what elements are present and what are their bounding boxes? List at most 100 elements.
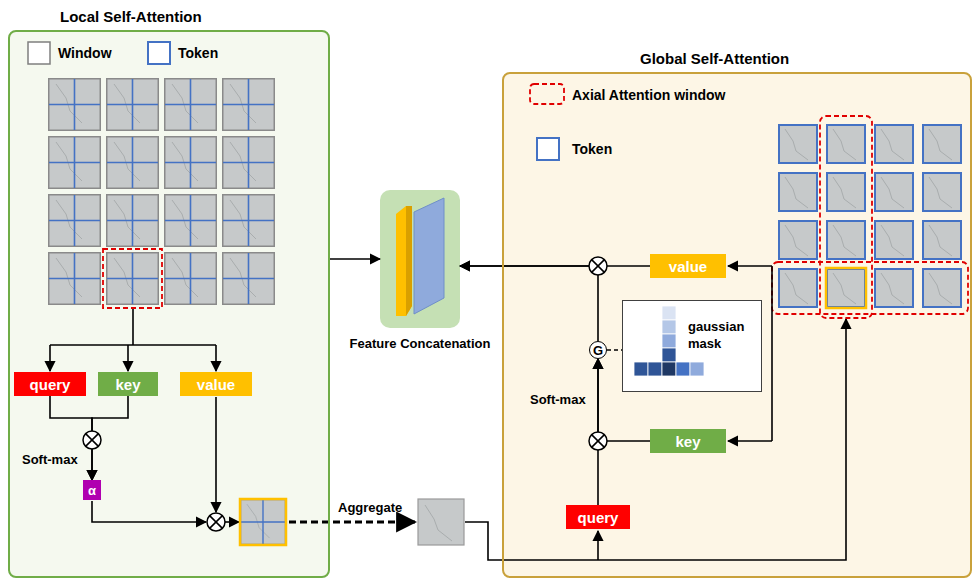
window — [223, 195, 275, 247]
token — [875, 173, 913, 211]
query-token-highlight — [826, 268, 866, 308]
key-box: key — [98, 372, 158, 396]
local-attention-panel: Local Self-Attentionquerykeyvalueα — [8, 30, 330, 578]
wire — [127, 345, 129, 371]
mask-cell — [690, 362, 704, 376]
mask-cell — [662, 320, 676, 334]
wire — [215, 397, 217, 512]
window-legend-swatch — [28, 42, 50, 64]
legend-text: Token — [178, 45, 218, 61]
window — [223, 253, 275, 305]
multiply-operator — [589, 257, 607, 275]
wire — [728, 265, 772, 267]
global-token-grid — [779, 125, 961, 307]
flow-arrow — [598, 359, 650, 441]
heading-text: gaussian mask — [688, 318, 754, 352]
output-window — [241, 500, 286, 545]
mask-cell — [662, 362, 676, 376]
heading-text: Global Self-Attention — [640, 50, 789, 67]
token-legend-swatch — [148, 42, 170, 64]
token-texture — [425, 505, 452, 541]
multiply-operator — [589, 432, 607, 450]
aggregate-dashed-arrow — [289, 521, 415, 524]
token — [923, 125, 961, 163]
token — [923, 173, 961, 211]
window — [107, 137, 159, 189]
feature-concat-block: Feature Concatenation — [380, 190, 460, 328]
gaussian-op-circle: G — [589, 341, 607, 359]
global-panel-fill — [503, 73, 971, 577]
wire — [597, 531, 599, 560]
heading-text: Local Self-Attention — [60, 8, 202, 25]
window — [49, 195, 101, 247]
window — [165, 79, 217, 131]
concat-ground — [380, 190, 460, 328]
box-label: query — [30, 376, 71, 393]
token — [779, 173, 817, 211]
value-box: value — [650, 254, 726, 278]
token — [875, 269, 913, 307]
wire — [132, 309, 134, 345]
output-window-highlight — [240, 499, 286, 545]
axial-window-legend-swatch — [530, 84, 564, 104]
box-label: value — [197, 376, 235, 393]
token — [779, 269, 817, 307]
multiply-operator — [83, 431, 101, 449]
token — [827, 173, 865, 211]
mask-cell — [662, 306, 676, 320]
mask-cell — [662, 334, 676, 348]
mask-cell — [662, 348, 676, 362]
yellow-slab-side — [406, 206, 412, 316]
query-box: query — [14, 372, 86, 396]
legend-text: Window — [58, 45, 112, 61]
token — [923, 269, 961, 307]
local-panel-fill — [9, 31, 329, 577]
wire — [225, 521, 239, 523]
window — [223, 137, 275, 189]
token-legend-swatch — [537, 138, 559, 160]
mask-cell — [634, 362, 648, 376]
token — [827, 221, 865, 259]
token — [827, 125, 865, 163]
aggregate-label: Aggregate — [338, 500, 402, 515]
token — [779, 125, 817, 163]
box-label: G — [593, 343, 603, 358]
token — [923, 221, 961, 259]
wire — [215, 345, 217, 371]
gaussian-mask-callout: gaussian mask — [622, 300, 762, 392]
wire — [49, 345, 51, 371]
zoom-connector — [607, 349, 622, 351]
flow-arrow — [460, 266, 598, 341]
window — [107, 253, 159, 305]
yellow-feature-slab — [396, 206, 412, 316]
window — [49, 79, 101, 131]
wire — [50, 344, 216, 346]
window — [107, 195, 159, 247]
gaussian-callout-ground — [622, 300, 762, 392]
box-label: query — [578, 509, 619, 526]
box-label: key — [115, 376, 140, 393]
box-label: value — [669, 258, 707, 275]
aggregated-token — [418, 499, 464, 545]
legend-text: Token — [572, 141, 612, 157]
token — [827, 269, 865, 307]
mask-cell — [648, 362, 662, 376]
value-box: value — [180, 372, 252, 396]
key-box: key — [650, 429, 726, 453]
legend-text: Axial Attention window — [572, 87, 725, 103]
axial-row-window — [772, 262, 968, 314]
wire — [771, 266, 773, 441]
window — [107, 79, 159, 131]
feature-concat-illustration — [380, 190, 460, 328]
window — [49, 137, 101, 189]
window — [223, 79, 275, 131]
selected-window-dashed — [103, 249, 162, 308]
token — [779, 221, 817, 259]
multiply-operator — [207, 513, 225, 531]
wire — [728, 440, 772, 442]
blue-feature-slab — [414, 198, 444, 314]
query-box: query — [566, 505, 630, 529]
